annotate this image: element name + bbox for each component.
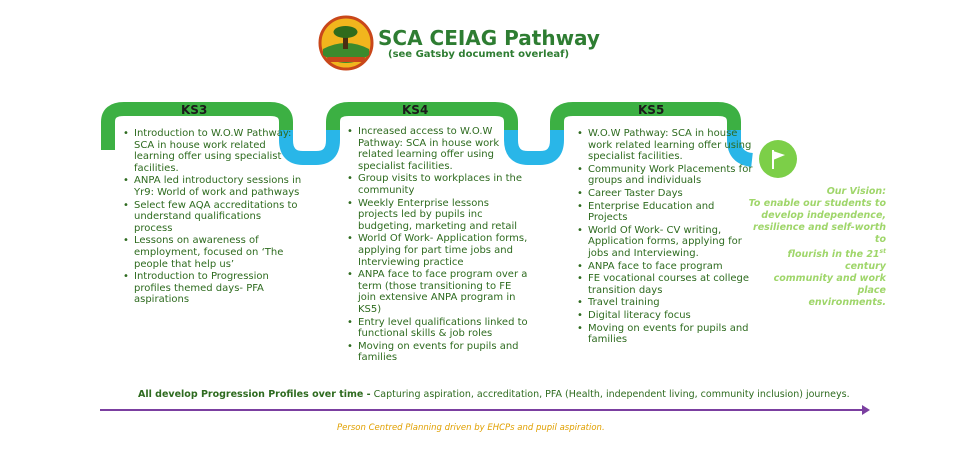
list-item: FE vocational courses at college transit… <box>577 273 756 296</box>
progression-summary: All develop Progression Profiles over ti… <box>138 389 850 400</box>
list-item: Entry level qualifications linked to fun… <box>347 317 530 340</box>
page-title: SCA CEIAG Pathway <box>378 26 600 50</box>
list-item: Introduction to Progression profiles the… <box>123 271 302 306</box>
vision-line: To enable our students to <box>748 198 886 209</box>
list-item: Moving on events for pupils and families <box>347 341 530 364</box>
school-crest-logo <box>318 15 374 71</box>
progression-summary-bold: All develop Progression Profiles over ti… <box>138 389 371 400</box>
ks4-list: Increased access to W.O.W Pathway: SCA i… <box>346 126 530 365</box>
list-item: ANPA face to face program <box>577 261 756 273</box>
list-item: Enterprise Education and Projects <box>577 201 756 224</box>
stage-label-ks3: KS3 <box>181 103 208 117</box>
vision-line: environments. <box>808 297 886 309</box>
list-item: Select few AQA accreditations to underst… <box>123 200 302 235</box>
vision-superscript: st <box>879 248 886 255</box>
ks3-list: Introduction to W.O.W Pathway: SCA in ho… <box>122 128 302 307</box>
list-item: Career Taster Days <box>577 188 756 200</box>
vision-line: community and work place <box>773 273 886 297</box>
stage-label-ks4: KS4 <box>402 103 429 117</box>
vision-line: resilience and self-worth to <box>753 222 886 245</box>
vision-text: flourish in the 21 <box>787 249 880 261</box>
goal-badge <box>759 140 797 178</box>
list-item: ANPA led introductory sessions in Yr9: W… <box>123 175 302 198</box>
stage-label-ks5: KS5 <box>638 103 665 117</box>
flag-icon <box>772 150 785 169</box>
list-item: Digital literacy focus <box>577 310 756 322</box>
list-item: Community Work Placements for groups and… <box>577 164 756 187</box>
vision-heading: Our Vision: <box>826 186 886 197</box>
list-item: W.O.W Pathway: SCA in house work related… <box>577 128 756 163</box>
list-item: World Of Work- Application forms, applyi… <box>347 233 530 268</box>
page-subtitle: (see Gatsby document overleaf) <box>388 49 570 60</box>
list-item: Group visits to workplaces in the commun… <box>347 173 530 196</box>
vision-line: flourish in the 21st century <box>744 246 887 273</box>
ks5-list: W.O.W Pathway: SCA in house work related… <box>576 128 756 347</box>
planning-note: Person Centred Planning driven by EHCPs … <box>337 423 605 433</box>
list-item: World Of Work- CV writing, Application f… <box>577 225 756 260</box>
vision-statement: Our Vision: To enable our students to de… <box>744 186 886 309</box>
list-item: ANPA face to face program over a term (t… <box>347 269 530 315</box>
vision-line: develop independence, <box>761 210 886 221</box>
vision-text: century <box>844 261 886 273</box>
progression-summary-text: Capturing aspiration, accreditation, PFA… <box>370 389 850 400</box>
list-item: Moving on events for pupils and families <box>577 323 756 346</box>
list-item: Introduction to W.O.W Pathway: SCA in ho… <box>123 128 302 174</box>
arrowhead-icon <box>862 405 870 415</box>
list-item: Weekly Enterprise lessons projects led b… <box>347 198 530 233</box>
list-item: Lessons on awareness of employment, focu… <box>123 235 302 270</box>
list-item: Increased access to W.O.W Pathway: SCA i… <box>347 126 530 172</box>
list-item: Travel training <box>577 297 756 309</box>
timeline-arrow <box>100 409 868 411</box>
